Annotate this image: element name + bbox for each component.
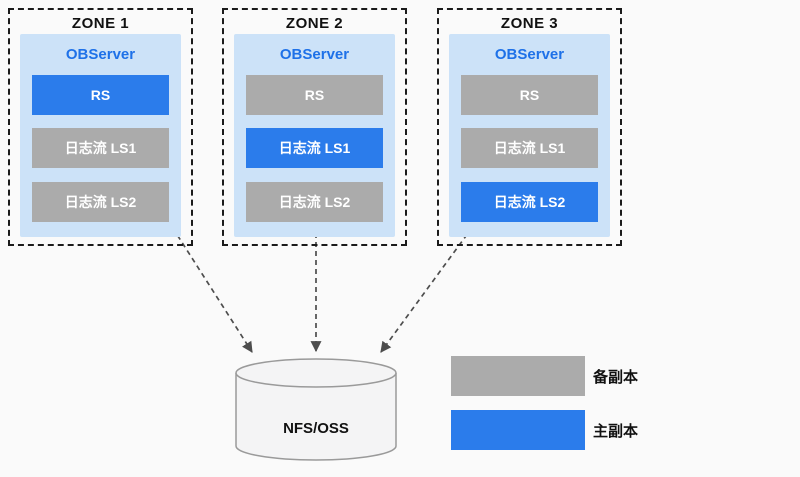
- observer-label: OBServer: [494, 46, 565, 63]
- primary-replica-swatch: [451, 410, 585, 450]
- node-ls2: 日志流 LS2: [32, 182, 169, 222]
- node-rs: RS: [32, 75, 169, 115]
- node-ls1: 日志流 LS1: [461, 128, 598, 168]
- zone-3: ZONE 3 OBServer RS 日志流 LS1 日志流 LS2: [437, 8, 622, 246]
- observer-container: OBServer RS 日志流 LS1 日志流 LS2: [449, 34, 610, 237]
- zone-title: ZONE 1: [71, 15, 130, 32]
- node-rs: RS: [246, 75, 383, 115]
- zone-1: ZONE 1 OBServer RS 日志流 LS1 日志流 LS2: [8, 8, 193, 246]
- observer-label: OBServer: [65, 46, 136, 63]
- backup-replica-swatch: [451, 356, 585, 396]
- cylinder-body: [235, 373, 397, 461]
- legend-row-primary: 主副本: [451, 410, 638, 450]
- node-rs: RS: [461, 75, 598, 115]
- storage-cylinder: [235, 358, 397, 461]
- legend-label: 主副本: [593, 422, 639, 440]
- legend-row-backup: 备副本: [451, 356, 638, 396]
- observer-label: OBServer: [279, 46, 350, 63]
- node-ls1: 日志流 LS1: [246, 128, 383, 168]
- zone-2: ZONE 2 OBServer RS 日志流 LS1 日志流 LS2: [222, 8, 407, 246]
- node-ls2: 日志流 LS2: [461, 182, 598, 222]
- zone-title: ZONE 2: [285, 15, 344, 32]
- zone-title: ZONE 3: [500, 15, 559, 32]
- legend: 备副本 主副本: [451, 356, 638, 464]
- legend-label: 备副本: [593, 368, 639, 386]
- node-ls1: 日志流 LS1: [32, 128, 169, 168]
- observer-container: OBServer RS 日志流 LS1 日志流 LS2: [234, 34, 395, 237]
- storage-label: NFS/OSS: [283, 420, 349, 437]
- cylinder-top: [235, 358, 397, 388]
- node-ls2: 日志流 LS2: [246, 182, 383, 222]
- observer-container: OBServer RS 日志流 LS1 日志流 LS2: [20, 34, 181, 237]
